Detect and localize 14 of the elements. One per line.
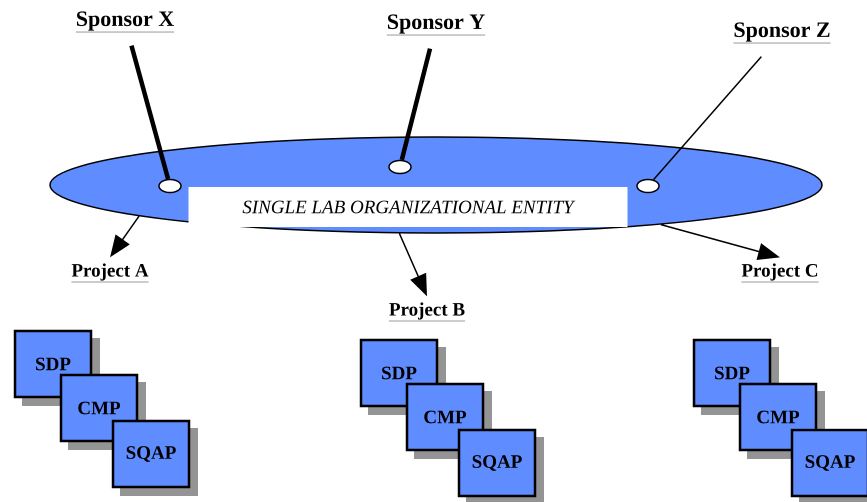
sponsor-label: Sponsor Y [386, 14, 486, 36]
document-box: SQAP [790, 428, 867, 502]
connector-line [129, 45, 170, 180]
sponsor-label: Sponsor Z [733, 22, 831, 44]
sponsor-label: Sponsor X [76, 11, 174, 32]
project-label: Project B [388, 302, 466, 322]
document-box: SQAP [458, 428, 544, 502]
connection-dot [388, 160, 412, 174]
project-label: Project C [741, 263, 819, 282]
project-label: Project A [71, 263, 149, 282]
connection-dot [636, 178, 660, 194]
connector-line [653, 56, 762, 180]
document-box: SQAP [112, 420, 198, 496]
connection-dot [158, 178, 182, 194]
